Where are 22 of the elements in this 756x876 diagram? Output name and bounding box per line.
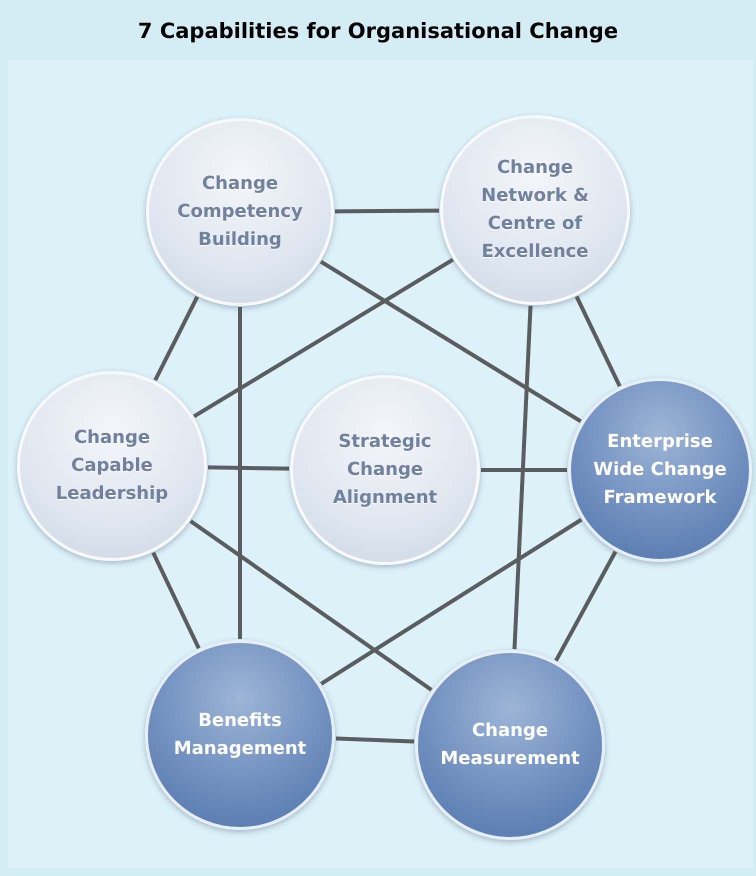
connector-line <box>320 518 582 686</box>
connector-line <box>554 550 618 662</box>
capability-label: Change Capable Leadership <box>54 426 170 506</box>
capability-label: Benefits Management <box>172 709 308 761</box>
capability-label: Change Competency Building <box>176 172 304 252</box>
title: 7 Capabilities for Organisational Change <box>136 18 620 45</box>
capability-label: Enterprise Wide Change Framework <box>592 430 728 510</box>
capability-label: Change Network & Centre of Excellence <box>480 156 590 264</box>
connector-line <box>151 552 201 650</box>
connector-line <box>208 465 290 471</box>
connector-line <box>512 306 533 650</box>
connector-line <box>481 468 567 472</box>
connector-line <box>153 296 200 382</box>
connector-line <box>334 208 440 214</box>
capability-label: Change Measurement <box>439 719 581 771</box>
connector-line <box>320 260 582 424</box>
connector-line <box>574 296 622 388</box>
connector-line <box>336 736 414 744</box>
connector-line <box>193 258 454 418</box>
connector-line <box>189 519 433 692</box>
capability-label: Strategic Change Alignment <box>332 430 438 510</box>
connector-line <box>238 307 242 639</box>
